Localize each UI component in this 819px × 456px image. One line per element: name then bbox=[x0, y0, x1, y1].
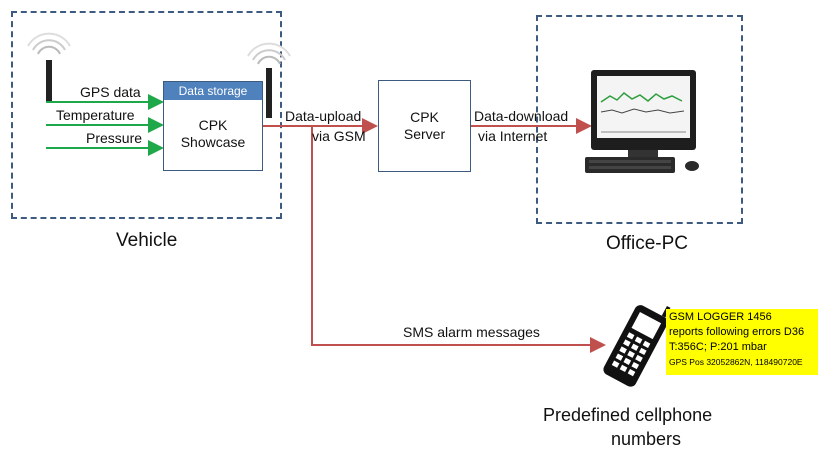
showcase-title-line2: Showcase bbox=[180, 134, 246, 150]
sms-alarm-label: SMS alarm messages bbox=[403, 324, 540, 340]
vehicle-group bbox=[11, 11, 282, 219]
sms-line-3: T:356C; P:201 mbar bbox=[669, 341, 767, 353]
server-title-line1: CPK bbox=[410, 109, 439, 125]
upload-label-line1: Data-upload bbox=[285, 108, 362, 124]
cellphone-label-line1: Predefined cellphone bbox=[543, 405, 713, 425]
computer-icon bbox=[585, 70, 699, 173]
cpk-showcase-box: Data storage CPK Showcase bbox=[163, 81, 263, 171]
server-title-line2: Server bbox=[403, 126, 446, 142]
gps-data-label: GPS data bbox=[80, 84, 141, 100]
sms-line-1: GSM LOGGER 1456 bbox=[669, 311, 772, 323]
office-pc-group bbox=[536, 15, 743, 224]
sms-arrow bbox=[311, 126, 606, 353]
cellphone-icon bbox=[603, 305, 671, 387]
cpk-server-box: CPK Server bbox=[378, 80, 471, 172]
download-label-line2: via Internet bbox=[478, 128, 548, 144]
sms-line-4: GPS Pos 32052862N, 118490720E bbox=[669, 357, 803, 367]
vehicle-antenna-icon bbox=[27, 32, 71, 101]
upload-label-line2: via GSM bbox=[312, 128, 366, 144]
gsm-antenna-icon bbox=[247, 42, 291, 118]
download-label-line1: Data-download bbox=[474, 108, 569, 124]
vehicle-label: Vehicle bbox=[116, 230, 178, 251]
sms-message-box: GSM LOGGER 1456 reports following errors… bbox=[666, 309, 818, 375]
office-pc-label: Office-PC bbox=[606, 233, 689, 254]
showcase-title-line1: CPK bbox=[198, 117, 228, 133]
sms-line-2: reports following errors D36 bbox=[669, 326, 805, 338]
cellphone-label-line2: numbers bbox=[611, 429, 682, 449]
pressure-label: Pressure bbox=[86, 130, 143, 146]
temperature-label: Temperature bbox=[56, 107, 135, 123]
data-storage-header: Data storage bbox=[164, 82, 262, 100]
